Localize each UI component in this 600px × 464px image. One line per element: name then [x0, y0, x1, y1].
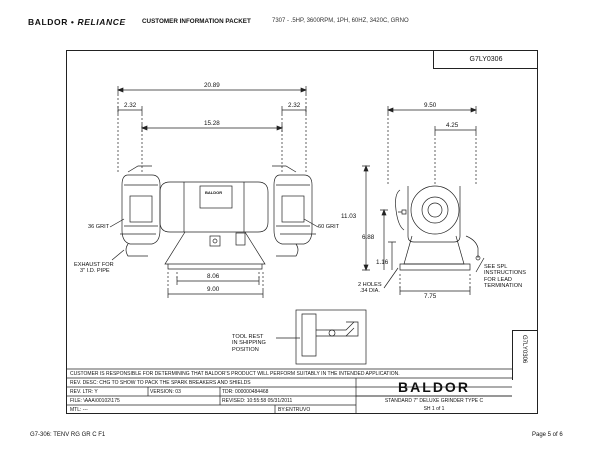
dim-base-height: 1.16	[376, 259, 389, 266]
dim-shaft-height: 6.88	[362, 234, 375, 241]
drawn-by: BY:ENTRUVO	[278, 407, 311, 413]
tool-rest-detail	[295, 309, 367, 365]
baldor-reliance-logo: BALDOR • RELIANCE	[28, 17, 126, 27]
tool-rest-label: TOOL REST IN SHIPPING POSITION	[232, 334, 266, 353]
header-subtitle: 7307 - .5HP, 3600RPM, 1PH, 60HZ, 3420C, …	[272, 18, 409, 24]
side-motor-housing	[410, 185, 460, 235]
version: VERSION: 03	[150, 389, 181, 395]
disclaimer: CUSTOMER IS RESPONSIBLE FOR DETERMINING …	[70, 371, 400, 377]
header-title: CUSTOMER INFORMATION PACKET	[142, 18, 251, 25]
product-description: STANDARD 7" DELUXE GRINDER TYPE C	[384, 398, 484, 404]
front-base	[164, 231, 266, 265]
exhaust-label: EXHAUST FOR 3" I.D. PIPE	[74, 262, 114, 275]
rev-ltr: REV. LTR: Y	[70, 389, 98, 395]
company-logo: BALDOR	[398, 379, 470, 395]
sheet-number: SH 1 of 1	[423, 406, 445, 412]
revised-date: REVISED: 10:55:58 05/31/2011	[222, 398, 293, 404]
tdr-number: TDR: 000000484468	[222, 389, 269, 395]
motor-body	[159, 181, 269, 233]
left-wheel-guard	[121, 174, 161, 245]
holes-label: 2 HOLES .34 DIA.	[358, 282, 382, 295]
footer-left: G7-306: TENV RG GR C F1	[30, 432, 106, 438]
motor-nameplate: BALDOR	[205, 190, 223, 195]
dim-overall-width: 20.89	[204, 82, 220, 89]
dim-wheel-spacing: 15.28	[204, 120, 220, 127]
right-wheel-guard	[273, 174, 313, 245]
drawing-frame	[66, 50, 538, 414]
left-grit-label: 36 GRIT	[88, 224, 110, 230]
side-drawing-number: G7LY0306	[512, 330, 538, 380]
rev-desc: REV. DESC: CHG TO SHOW TO PACK THE SPARK…	[70, 380, 251, 386]
dim-hole-spacing: 7.75	[424, 293, 437, 300]
drawing-number: G7LY0306	[433, 50, 538, 69]
dim-left-offset: 2.32	[124, 102, 137, 109]
dim-height: 11.03	[341, 213, 357, 220]
dim-half-depth: 4.25	[446, 122, 459, 129]
material: MTL: ---	[70, 407, 88, 413]
dim-base-width: 8.06	[207, 273, 220, 280]
spl-instructions-label: SEE SPL INSTRUCTIONS FOR LEAD TERMINATIO…	[484, 264, 526, 290]
file-path: FILE: \AAA\00102\175	[70, 398, 120, 404]
dim-right-offset: 2.32	[288, 102, 301, 109]
dim-depth: 9.50	[424, 102, 437, 109]
dim-foot-width: 9.00	[207, 286, 220, 293]
page-number: Page 5 of 6	[532, 432, 563, 438]
side-base	[403, 235, 465, 265]
right-grit-label: 60 GRIT	[318, 224, 340, 230]
